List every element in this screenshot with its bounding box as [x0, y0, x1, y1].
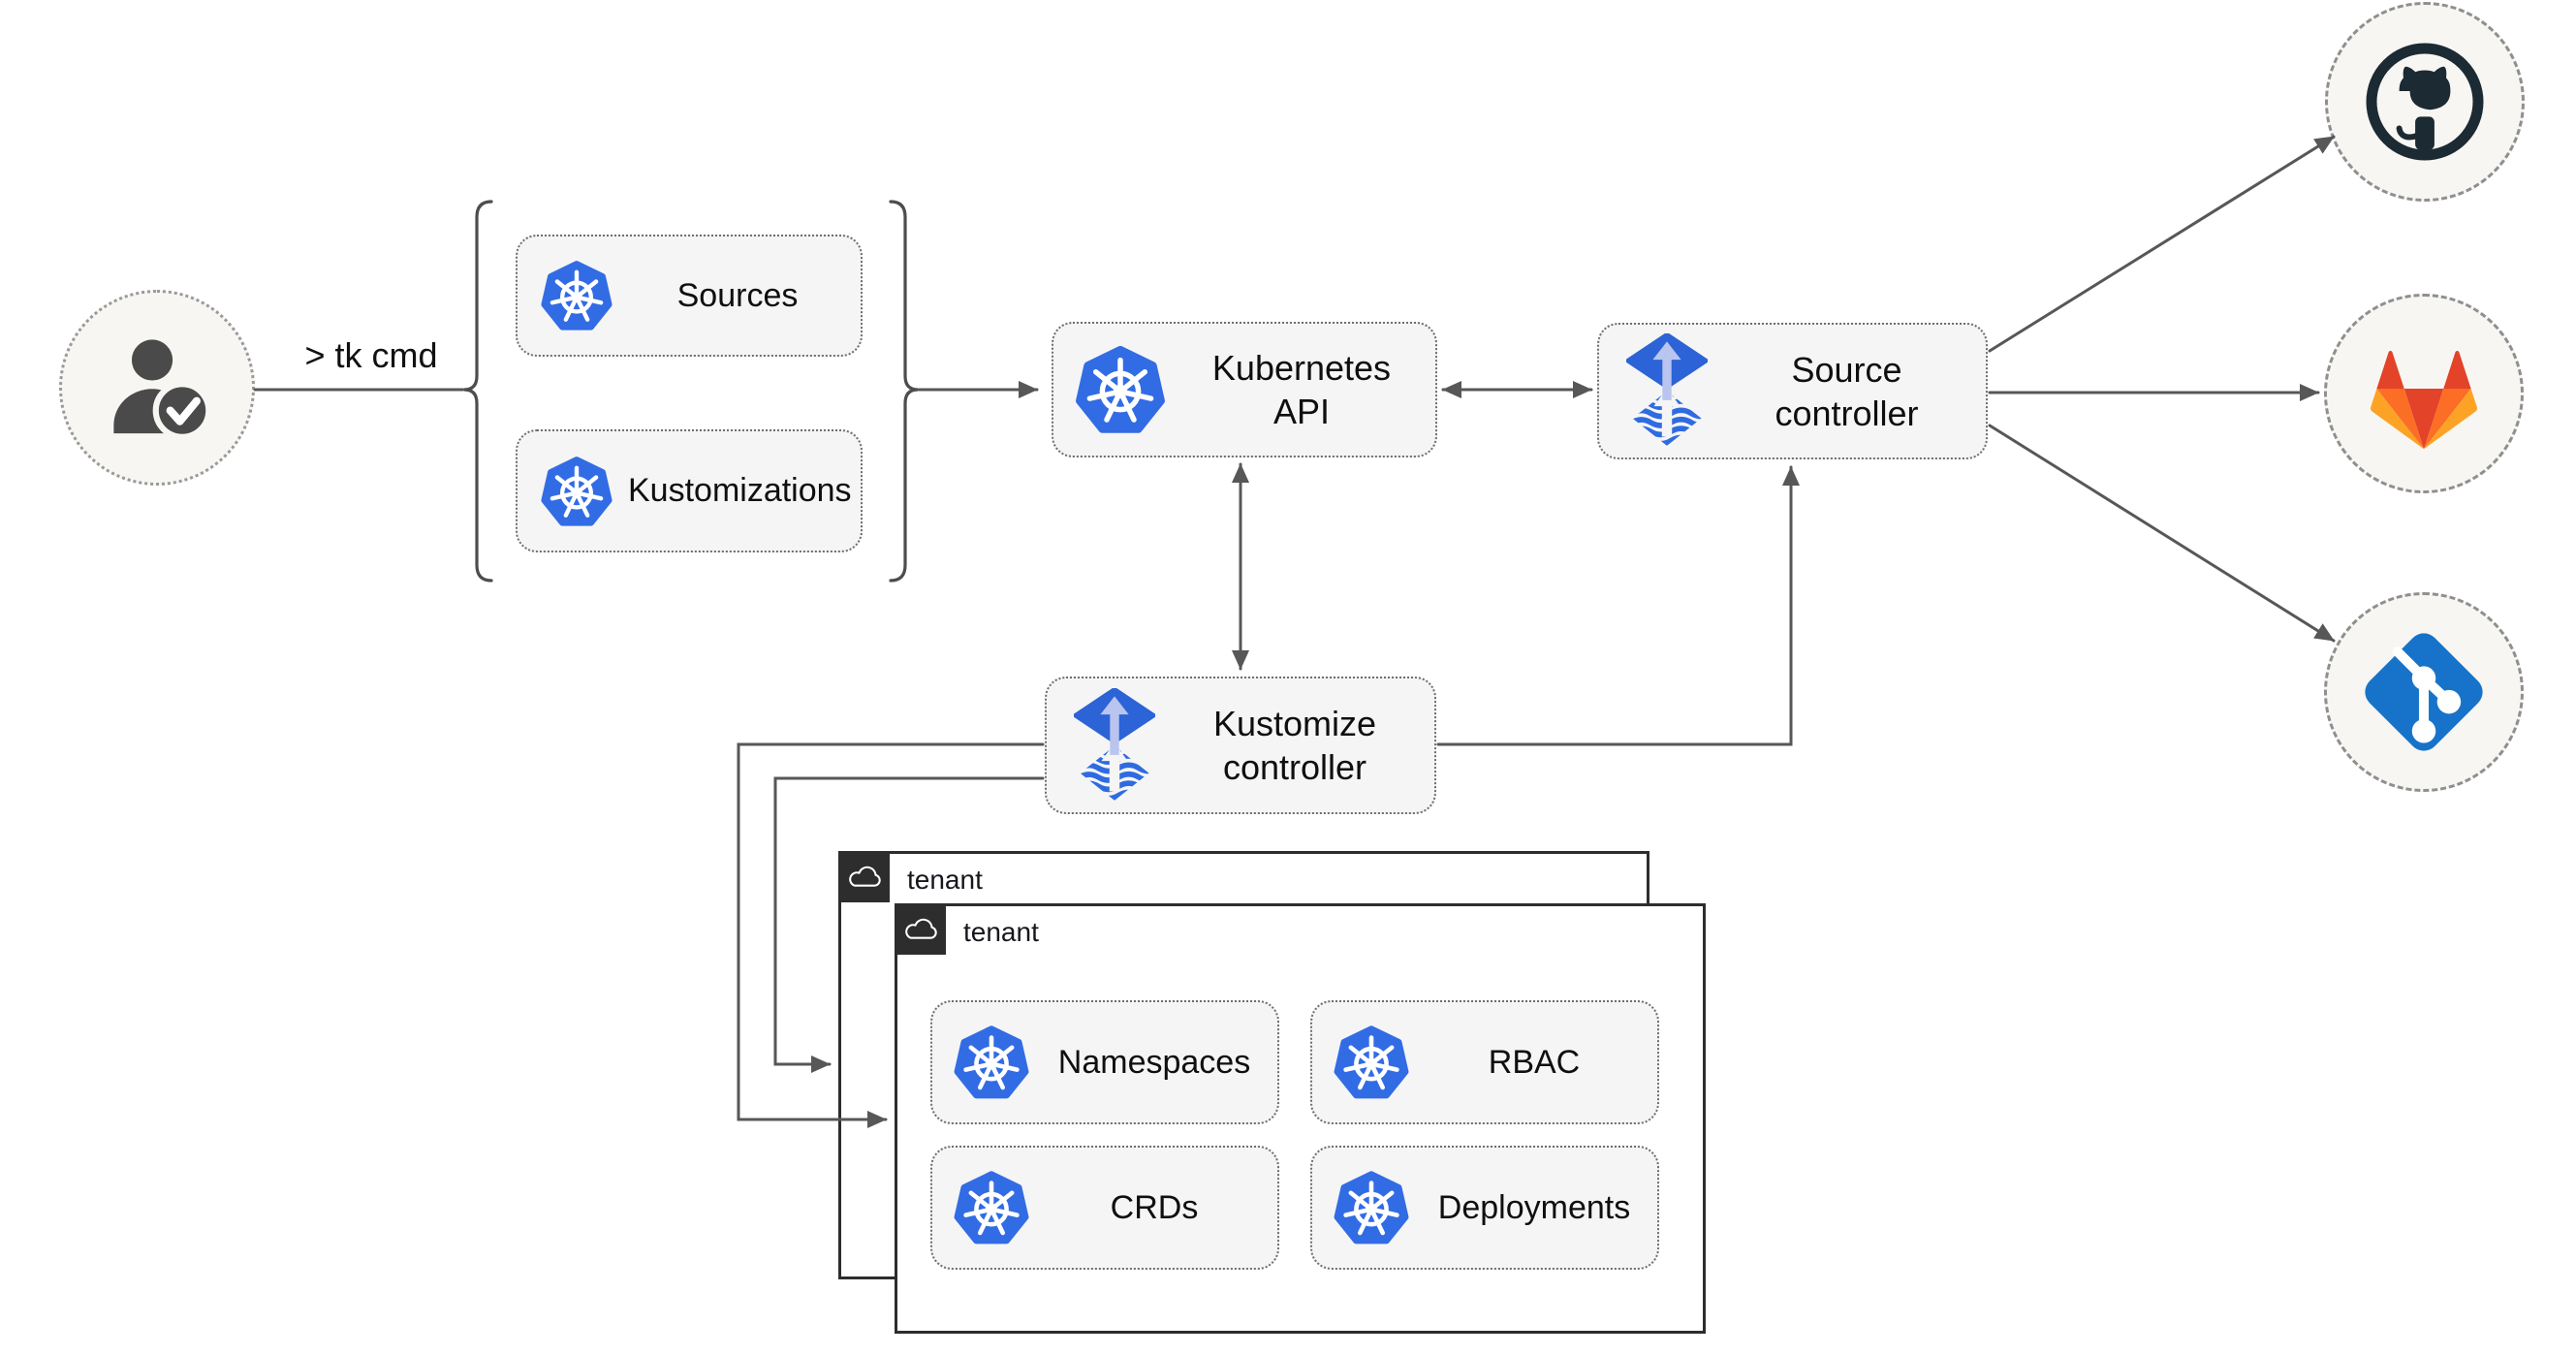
kubernetes-api-label: Kubernetes API	[1211, 348, 1392, 431]
rbac-node[interactable]: RBAC	[1310, 1000, 1659, 1124]
tk-cmd-label: > tk cmd	[304, 335, 438, 375]
kubernetes-icon	[539, 258, 614, 333]
kubernetes-icon	[952, 1023, 1031, 1102]
kubernetes-icon	[1332, 1023, 1411, 1102]
crds-node[interactable]: CRDs	[930, 1146, 1279, 1270]
tenant-label: tenant	[963, 917, 1039, 947]
kubernetes-icon	[1073, 342, 1168, 437]
namespaces-node[interactable]: Namespaces	[930, 1000, 1279, 1124]
kubernetes-api-node[interactable]: Kubernetes API	[1052, 322, 1437, 457]
kustomizations-node[interactable]: Kustomizations	[516, 429, 863, 552]
tenant-badge	[838, 851, 890, 902]
cloud-icon	[846, 864, 883, 891]
source-controller-label: Source controller	[1775, 349, 1919, 433]
kubernetes-icon	[1332, 1168, 1411, 1247]
github-provider[interactable]	[2325, 2, 2525, 202]
cloud-icon	[902, 916, 939, 943]
left-brace	[463, 200, 493, 583]
rbac-label: RBAC	[1488, 1043, 1581, 1081]
deployments-node[interactable]: Deployments	[1310, 1146, 1659, 1270]
crds-label: CRDs	[1110, 1188, 1199, 1226]
gitlab-provider[interactable]	[2324, 294, 2524, 493]
edge-source-to-github	[1988, 135, 2336, 353]
kustomize-controller-label: Kustomize controller	[1212, 704, 1377, 787]
tenant-badge	[895, 903, 946, 955]
git-provider[interactable]	[2324, 592, 2524, 792]
namespaces-label: Namespaces	[1057, 1043, 1251, 1081]
kustomizations-label: Kustomizations	[628, 472, 852, 510]
tenant-label: tenant	[907, 865, 983, 895]
git-icon	[2354, 622, 2494, 762]
user-actor[interactable]	[59, 290, 255, 486]
edge-kustomize-to-source-controller	[1436, 465, 1800, 746]
kubernetes-icon	[952, 1168, 1031, 1247]
flux-icon	[1626, 333, 1708, 449]
deployments-label: Deployments	[1437, 1188, 1631, 1226]
flux-icon	[1074, 688, 1155, 804]
kustomize-controller-node[interactable]: Kustomize controller	[1045, 677, 1436, 814]
user-check-icon	[97, 328, 217, 448]
github-icon	[2361, 38, 2489, 166]
gitlab-icon	[2360, 333, 2488, 454]
edge-source-to-git	[1988, 424, 2336, 643]
right-brace	[889, 200, 919, 583]
kubernetes-icon	[539, 454, 614, 529]
sources-label: Sources	[676, 276, 799, 314]
sources-node[interactable]: Sources	[516, 235, 863, 357]
source-controller-node[interactable]: Source controller	[1597, 323, 1988, 459]
